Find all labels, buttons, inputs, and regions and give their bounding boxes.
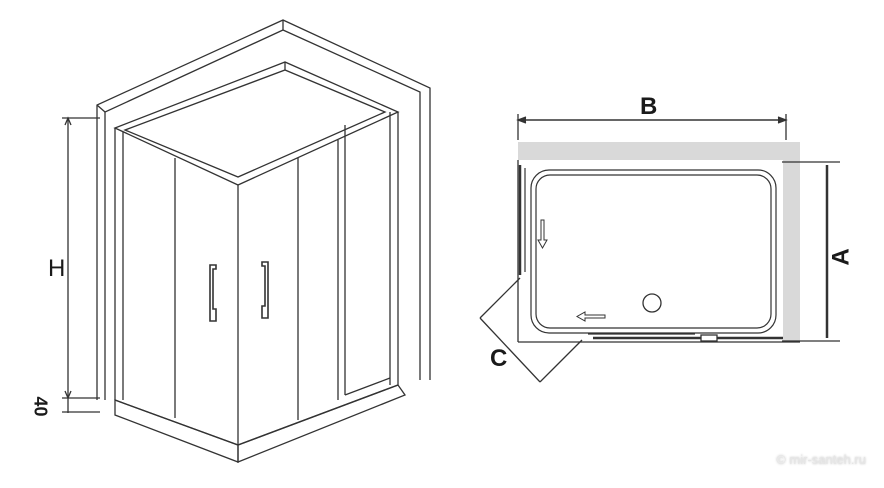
base-height-label: 40 xyxy=(30,396,51,417)
door-handles xyxy=(209,261,269,322)
depth-label-a: A xyxy=(827,248,855,266)
walls xyxy=(96,19,431,400)
width-label-b: B xyxy=(640,93,658,120)
height-dimension xyxy=(62,116,100,413)
height-label: H xyxy=(48,255,66,282)
entry-label-c: C xyxy=(490,345,508,372)
wall-band xyxy=(518,142,800,342)
side-panel xyxy=(237,112,407,463)
plan-view xyxy=(479,114,840,383)
watermark: © mir-santeh.ru xyxy=(776,452,866,467)
front-panel xyxy=(114,128,239,463)
top-frame xyxy=(113,61,400,186)
